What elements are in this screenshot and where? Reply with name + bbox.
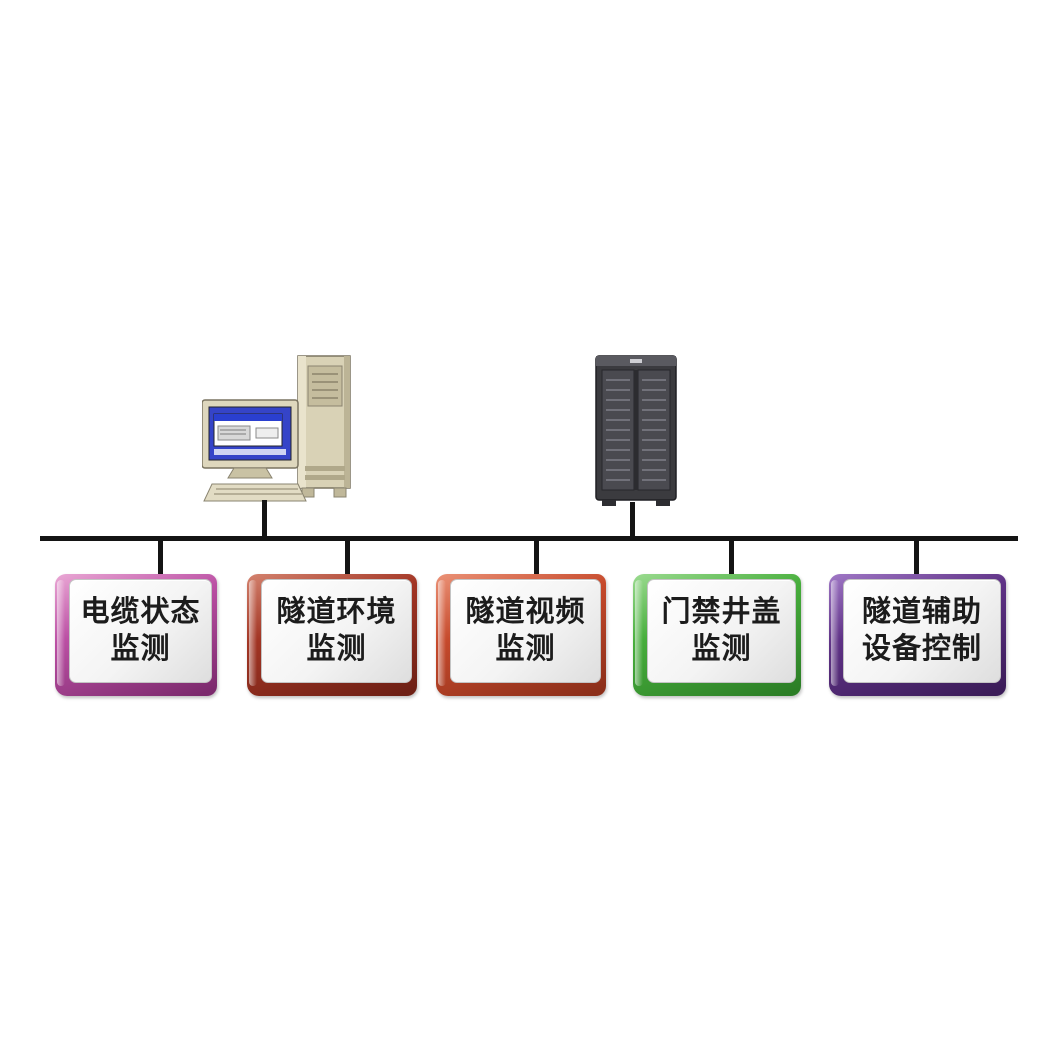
node-label-line2: 监测 <box>691 633 752 665</box>
connector-server <box>630 502 635 540</box>
node-label-line1: 电缆状态 <box>80 596 201 628</box>
node-label-line2: 监测 <box>306 633 367 665</box>
workstation-icon <box>202 355 351 502</box>
node-cable-status-monitoring: 电缆状态 监测 <box>55 574 217 696</box>
node-label-line2: 监测 <box>495 633 556 665</box>
connector-node-4 <box>729 540 734 578</box>
node-tunnel-auxiliary-control: 隧道辅助 设备控制 <box>829 574 1006 696</box>
connector-node-1 <box>158 540 163 578</box>
node-access-manhole-monitoring: 门禁井盖 监测 <box>633 574 801 696</box>
node-panel: 电缆状态 监测 <box>69 579 212 683</box>
bus-line <box>40 536 1018 541</box>
node-panel: 门禁井盖 监测 <box>647 579 796 683</box>
connector-node-2 <box>345 540 350 578</box>
node-tunnel-environment-monitoring: 隧道环境 监测 <box>247 574 417 696</box>
node-label-line1: 隧道视频 <box>465 596 586 628</box>
node-panel: 隧道辅助 设备控制 <box>843 579 1001 683</box>
node-panel: 隧道环境 监测 <box>261 579 412 683</box>
connector-workstation <box>262 500 267 540</box>
connector-node-3 <box>534 540 539 578</box>
node-panel: 隧道视频 监测 <box>450 579 601 683</box>
connector-node-5 <box>914 540 919 578</box>
node-label-line1: 隧道辅助 <box>861 596 982 628</box>
node-label-line1: 隧道环境 <box>276 596 397 628</box>
node-label-line2: 设备控制 <box>861 633 982 665</box>
server-cabinet-icon <box>595 355 677 506</box>
node-label-line2: 监测 <box>110 633 171 665</box>
node-label-line1: 门禁井盖 <box>661 596 782 628</box>
node-tunnel-video-monitoring: 隧道视频 监测 <box>436 574 606 696</box>
